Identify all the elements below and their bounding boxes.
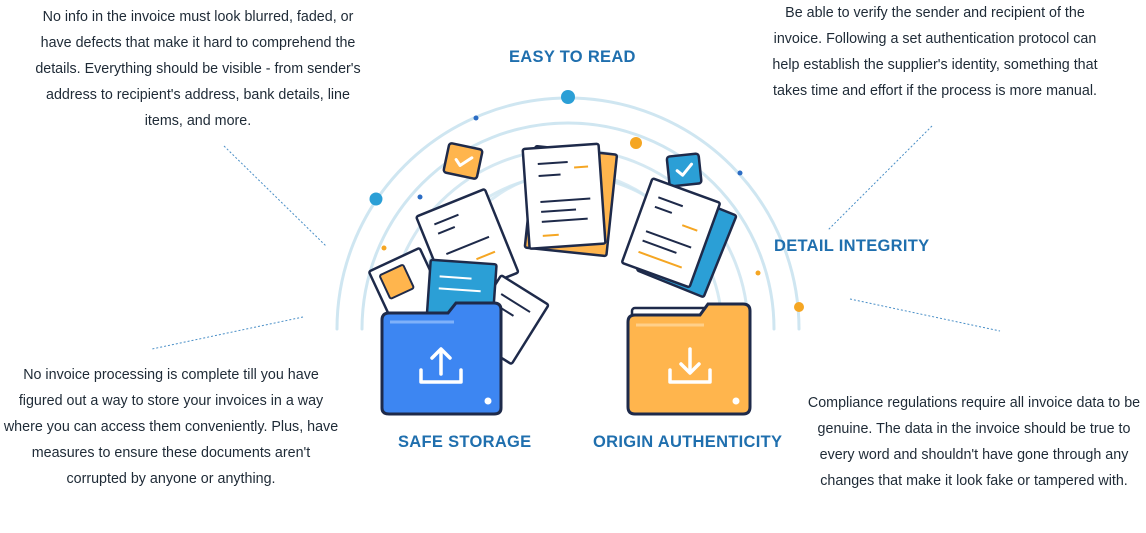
decorative-dots: [369, 90, 804, 312]
orange-folder: [626, 302, 752, 416]
heading-easy-to-read: EASY TO READ: [509, 48, 636, 66]
description-easy-to-read: No info in the invoice must look blurred…: [35, 9, 361, 129]
document-stack-right: [621, 177, 738, 298]
upload-icon: [419, 347, 463, 384]
leader-lines: [151, 125, 1001, 350]
heading-detail-integrity: DETAIL INTEGRITY: [774, 237, 930, 255]
check-icon: [442, 142, 484, 180]
description-detail-integrity: Be able to verify the sender and recipie…: [772, 5, 1098, 99]
heading-safe-storage: SAFE STORAGE: [398, 433, 532, 451]
description-origin-authenticity: Compliance regulations require all invoi…: [807, 395, 1141, 489]
document-stack-left: [368, 188, 550, 365]
blue-folder: [380, 301, 503, 416]
download-icon: [668, 347, 712, 384]
description-safe-storage: No invoice processing is complete till y…: [3, 367, 339, 487]
document-stack-center: [521, 142, 619, 258]
check-icon: [665, 152, 703, 188]
heading-origin-authenticity: ORIGIN AUTHENTICITY: [593, 433, 783, 451]
